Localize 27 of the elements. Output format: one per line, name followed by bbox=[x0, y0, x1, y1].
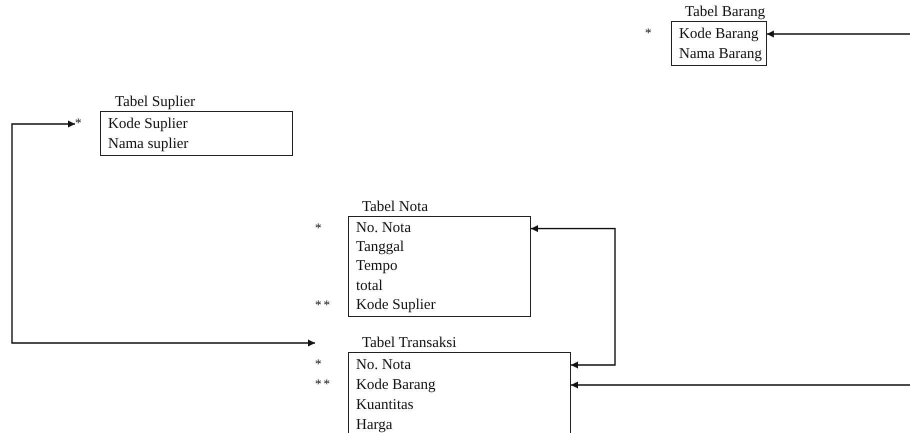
field-name: Kuantitas bbox=[356, 396, 414, 415]
field-name: Harga bbox=[356, 416, 392, 433]
field-name: Tempo bbox=[356, 257, 398, 276]
key-marker: * bbox=[315, 219, 324, 237]
field-name: Nama Barang bbox=[679, 45, 762, 64]
key-marker: ** bbox=[315, 296, 332, 314]
field-name: Kode Suplier bbox=[356, 296, 436, 315]
connector-arrow bbox=[571, 382, 910, 388]
field-name: Kode Suplier bbox=[108, 115, 188, 134]
field-name: Tanggal bbox=[356, 238, 404, 258]
field-name: Kode Barang bbox=[356, 376, 436, 395]
key-marker: * bbox=[75, 114, 84, 132]
table-title: Tabel Transaksi bbox=[362, 334, 456, 352]
field-name: Nama suplier bbox=[108, 135, 188, 154]
field-name: Kode Barang bbox=[679, 25, 759, 44]
key-marker: ** bbox=[315, 375, 332, 393]
key-marker: * bbox=[645, 24, 654, 42]
field-name: No. Nota bbox=[356, 356, 411, 375]
table-title: Tabel Suplier bbox=[115, 93, 196, 111]
connector-arrow bbox=[766, 30, 910, 38]
connector-arrow bbox=[531, 225, 616, 368]
key-marker: * bbox=[315, 355, 324, 373]
field-name: No. Nota bbox=[356, 219, 411, 238]
table-title: Tabel Nota bbox=[362, 198, 428, 216]
table-title: Tabel Barang bbox=[685, 3, 766, 21]
field-name: total bbox=[356, 276, 383, 296]
connector-arrow bbox=[11, 120, 315, 346]
